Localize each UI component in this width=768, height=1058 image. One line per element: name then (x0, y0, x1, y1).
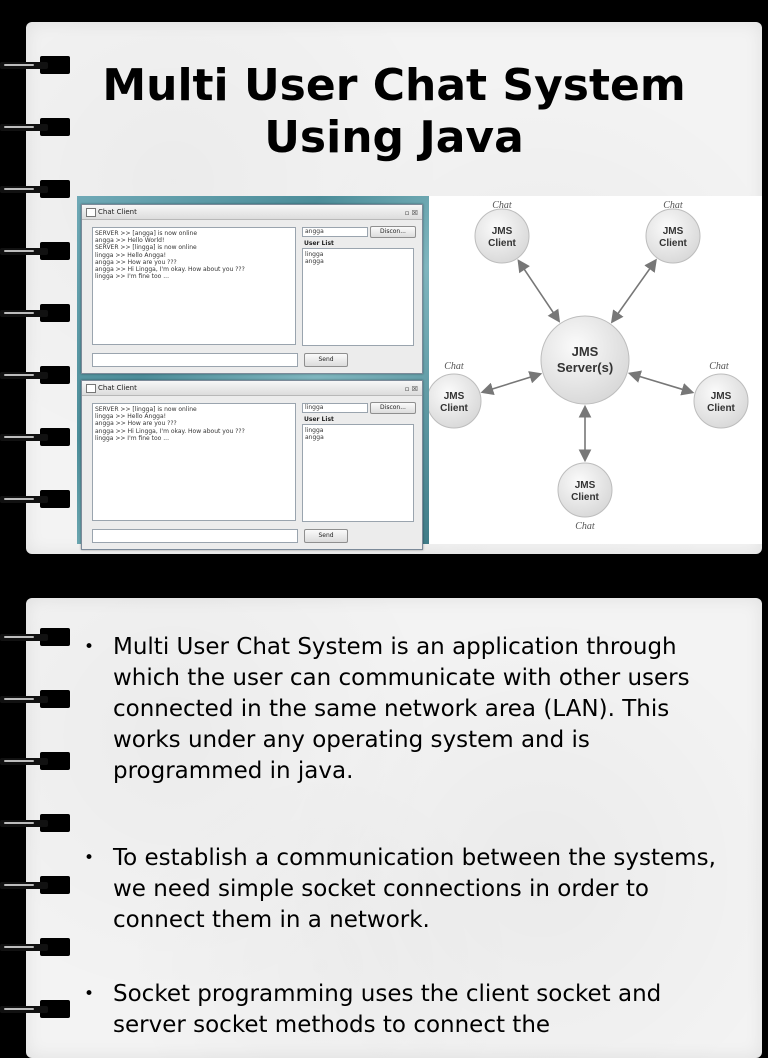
client-label: Client (488, 238, 516, 249)
chat-line: SERVER >> [angga] is now online (95, 230, 198, 237)
user-list-item[interactable]: lingga (305, 251, 324, 258)
jms-client-node (693, 373, 749, 429)
send-button[interactable]: Send (304, 529, 348, 543)
server-label: Server(s) (557, 360, 613, 375)
message-input[interactable] (92, 353, 298, 367)
bullet-text: To establish a communication between the… (113, 845, 716, 933)
chat-line: lingga >> Hello Angga! (95, 251, 167, 259)
bullet-text: Socket programming uses the client socke… (113, 981, 662, 1038)
binding-ring (0, 876, 70, 894)
server-label: JMS (572, 344, 599, 359)
binding-ring (0, 490, 70, 508)
spiral-binding-bottom (0, 598, 70, 1024)
binding-ring (0, 1000, 70, 1018)
client-label: Client (707, 403, 735, 414)
chat-line: lingga >> Hello Angga! (95, 413, 167, 421)
bullet-symbol: • (84, 637, 95, 657)
chat-line: lingga >> I'm fine too ... (95, 273, 169, 281)
window-controls-icon[interactable]: ▫ ☒ (404, 385, 418, 393)
client-label: JMS (711, 391, 732, 402)
slide-bottom (26, 598, 762, 1058)
diagram-svg: JMSServer(s)JMSClientChatJMSClientChatJM… (429, 200, 749, 532)
chat-label: Chat (575, 521, 595, 532)
jms-server-node (540, 315, 630, 405)
chat-line: SERVER >> [lingga] is now online (95, 406, 197, 413)
jms-client-node (557, 462, 613, 518)
chat-label: Chat (663, 200, 683, 211)
bullet-symbol: • (84, 984, 95, 1004)
window-titlebar: Chat Client ▫ ☒ (82, 205, 422, 220)
chat-client-window: Chat Client ▫ ☒ SERVER >> [lingga] is no… (81, 380, 423, 550)
binding-ring (0, 752, 70, 770)
window-controls-icon[interactable]: ▫ ☒ (404, 209, 418, 217)
chat-line: angga >> How are you ??? (95, 420, 177, 428)
chat-line: angga >> Hi Lingga, I'm okay. How about … (95, 266, 245, 274)
user-list-item[interactable]: lingga (305, 427, 324, 434)
user-list-item[interactable]: angga (305, 434, 324, 442)
chat-line: SERVER >> [lingga] is now online (95, 244, 197, 252)
window-app-icon (86, 208, 96, 217)
connection-arrow (517, 259, 561, 323)
client-label: JMS (663, 226, 684, 237)
chat-client-window: Chat Client ▫ ☒ SERVER >> [angga] is now… (81, 204, 423, 374)
jms-client-node (474, 208, 530, 264)
chat-line: angga >> Hi Lingga, I'm okay. How about … (95, 427, 245, 435)
bullet-item: • Socket programming uses the client soc… (84, 979, 724, 1041)
binding-ring (0, 180, 70, 198)
chat-line: angga >> Hello World! (95, 237, 165, 245)
send-button[interactable]: Send (304, 353, 348, 367)
connection-arrow (480, 371, 543, 395)
binding-ring (0, 814, 70, 832)
slide-title: Multi User Chat System Using Java (102, 60, 686, 163)
chat-label: Chat (709, 361, 729, 372)
window-app-icon (86, 384, 96, 393)
disconnect-button[interactable]: Discon... (370, 226, 416, 238)
binding-ring (0, 938, 70, 956)
client-label: Client (571, 492, 599, 503)
window-title: Chat Client (98, 208, 137, 216)
binding-ring (0, 690, 70, 708)
connection-arrow (610, 258, 657, 324)
user-list-label: User List (304, 416, 334, 423)
client-label: JMS (575, 480, 596, 491)
bullet-item: • To establish a communication between t… (84, 843, 724, 936)
jms-client-node (429, 373, 482, 429)
client-label: JMS (492, 226, 513, 237)
disconnect-button[interactable]: Discon... (370, 402, 416, 414)
bullet-symbol: • (84, 848, 95, 868)
binding-ring (0, 56, 70, 74)
window-titlebar: Chat Client ▫ ☒ (82, 381, 422, 396)
client-label: Client (440, 403, 468, 414)
jms-client-node (645, 208, 701, 264)
connection-arrow (627, 370, 695, 396)
chat-line: lingga >> I'm fine too ... (95, 434, 169, 442)
binding-ring (0, 366, 70, 384)
chat-line: angga >> How are you ??? (95, 258, 177, 266)
binding-ring (0, 304, 70, 322)
username-field[interactable]: angga (302, 227, 368, 237)
bullet-text: Multi User Chat System is an application… (113, 634, 690, 784)
username-field[interactable]: lingga (302, 403, 368, 413)
chat-client-screenshots: Chat Client ▫ ☒ SERVER >> [angga] is now… (77, 196, 429, 550)
chat-label: Chat (444, 361, 464, 372)
message-input[interactable] (92, 529, 298, 543)
binding-ring (0, 428, 70, 446)
window-title: Chat Client (98, 384, 137, 392)
binding-ring (0, 242, 70, 260)
user-list-label: User List (304, 240, 334, 247)
chat-label: Chat (492, 200, 512, 211)
bullet-item: • Multi User Chat System is an applicati… (84, 632, 724, 787)
binding-ring (0, 118, 70, 136)
user-list-item[interactable]: angga (305, 258, 324, 266)
client-label: Client (659, 238, 687, 249)
client-label: JMS (444, 391, 465, 402)
binding-ring (0, 628, 70, 646)
